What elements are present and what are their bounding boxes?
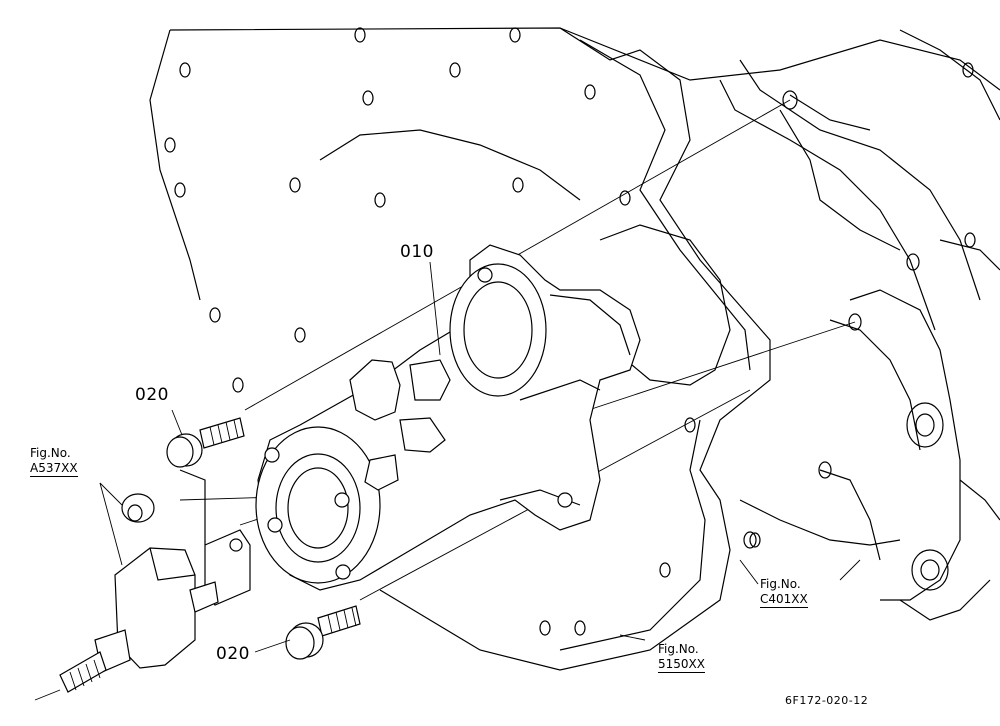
figref-a537-line1: Fig.No. xyxy=(30,446,71,460)
leader-lines xyxy=(99,261,861,653)
figref-c401-line2: C401XX xyxy=(760,592,808,608)
callout-010: 010 xyxy=(400,242,434,262)
figref-5150-line1: Fig.No. xyxy=(658,642,699,656)
engine-housing xyxy=(559,27,1000,621)
lower-bolt xyxy=(285,605,361,660)
drawing-code: 6F172-020-12 xyxy=(785,694,869,707)
callout-020-lower: 020 xyxy=(216,644,250,664)
solenoid-assembly xyxy=(34,469,251,701)
figref-c401-line1: Fig.No. xyxy=(760,577,801,591)
flywheel-housing-plate xyxy=(149,27,771,671)
figref-c401: Fig.No. C401XX xyxy=(760,577,808,608)
figref-5150: Fig.No. 5150XX xyxy=(658,642,705,673)
starter-motor xyxy=(255,244,641,591)
callout-020-upper: 020 xyxy=(135,385,169,405)
upper-bolt xyxy=(166,417,245,468)
figref-5150-line2: 5150XX xyxy=(658,657,705,673)
figref-a537: Fig.No. A537XX xyxy=(30,446,78,477)
figref-a537-line2: A537XX xyxy=(30,461,78,477)
